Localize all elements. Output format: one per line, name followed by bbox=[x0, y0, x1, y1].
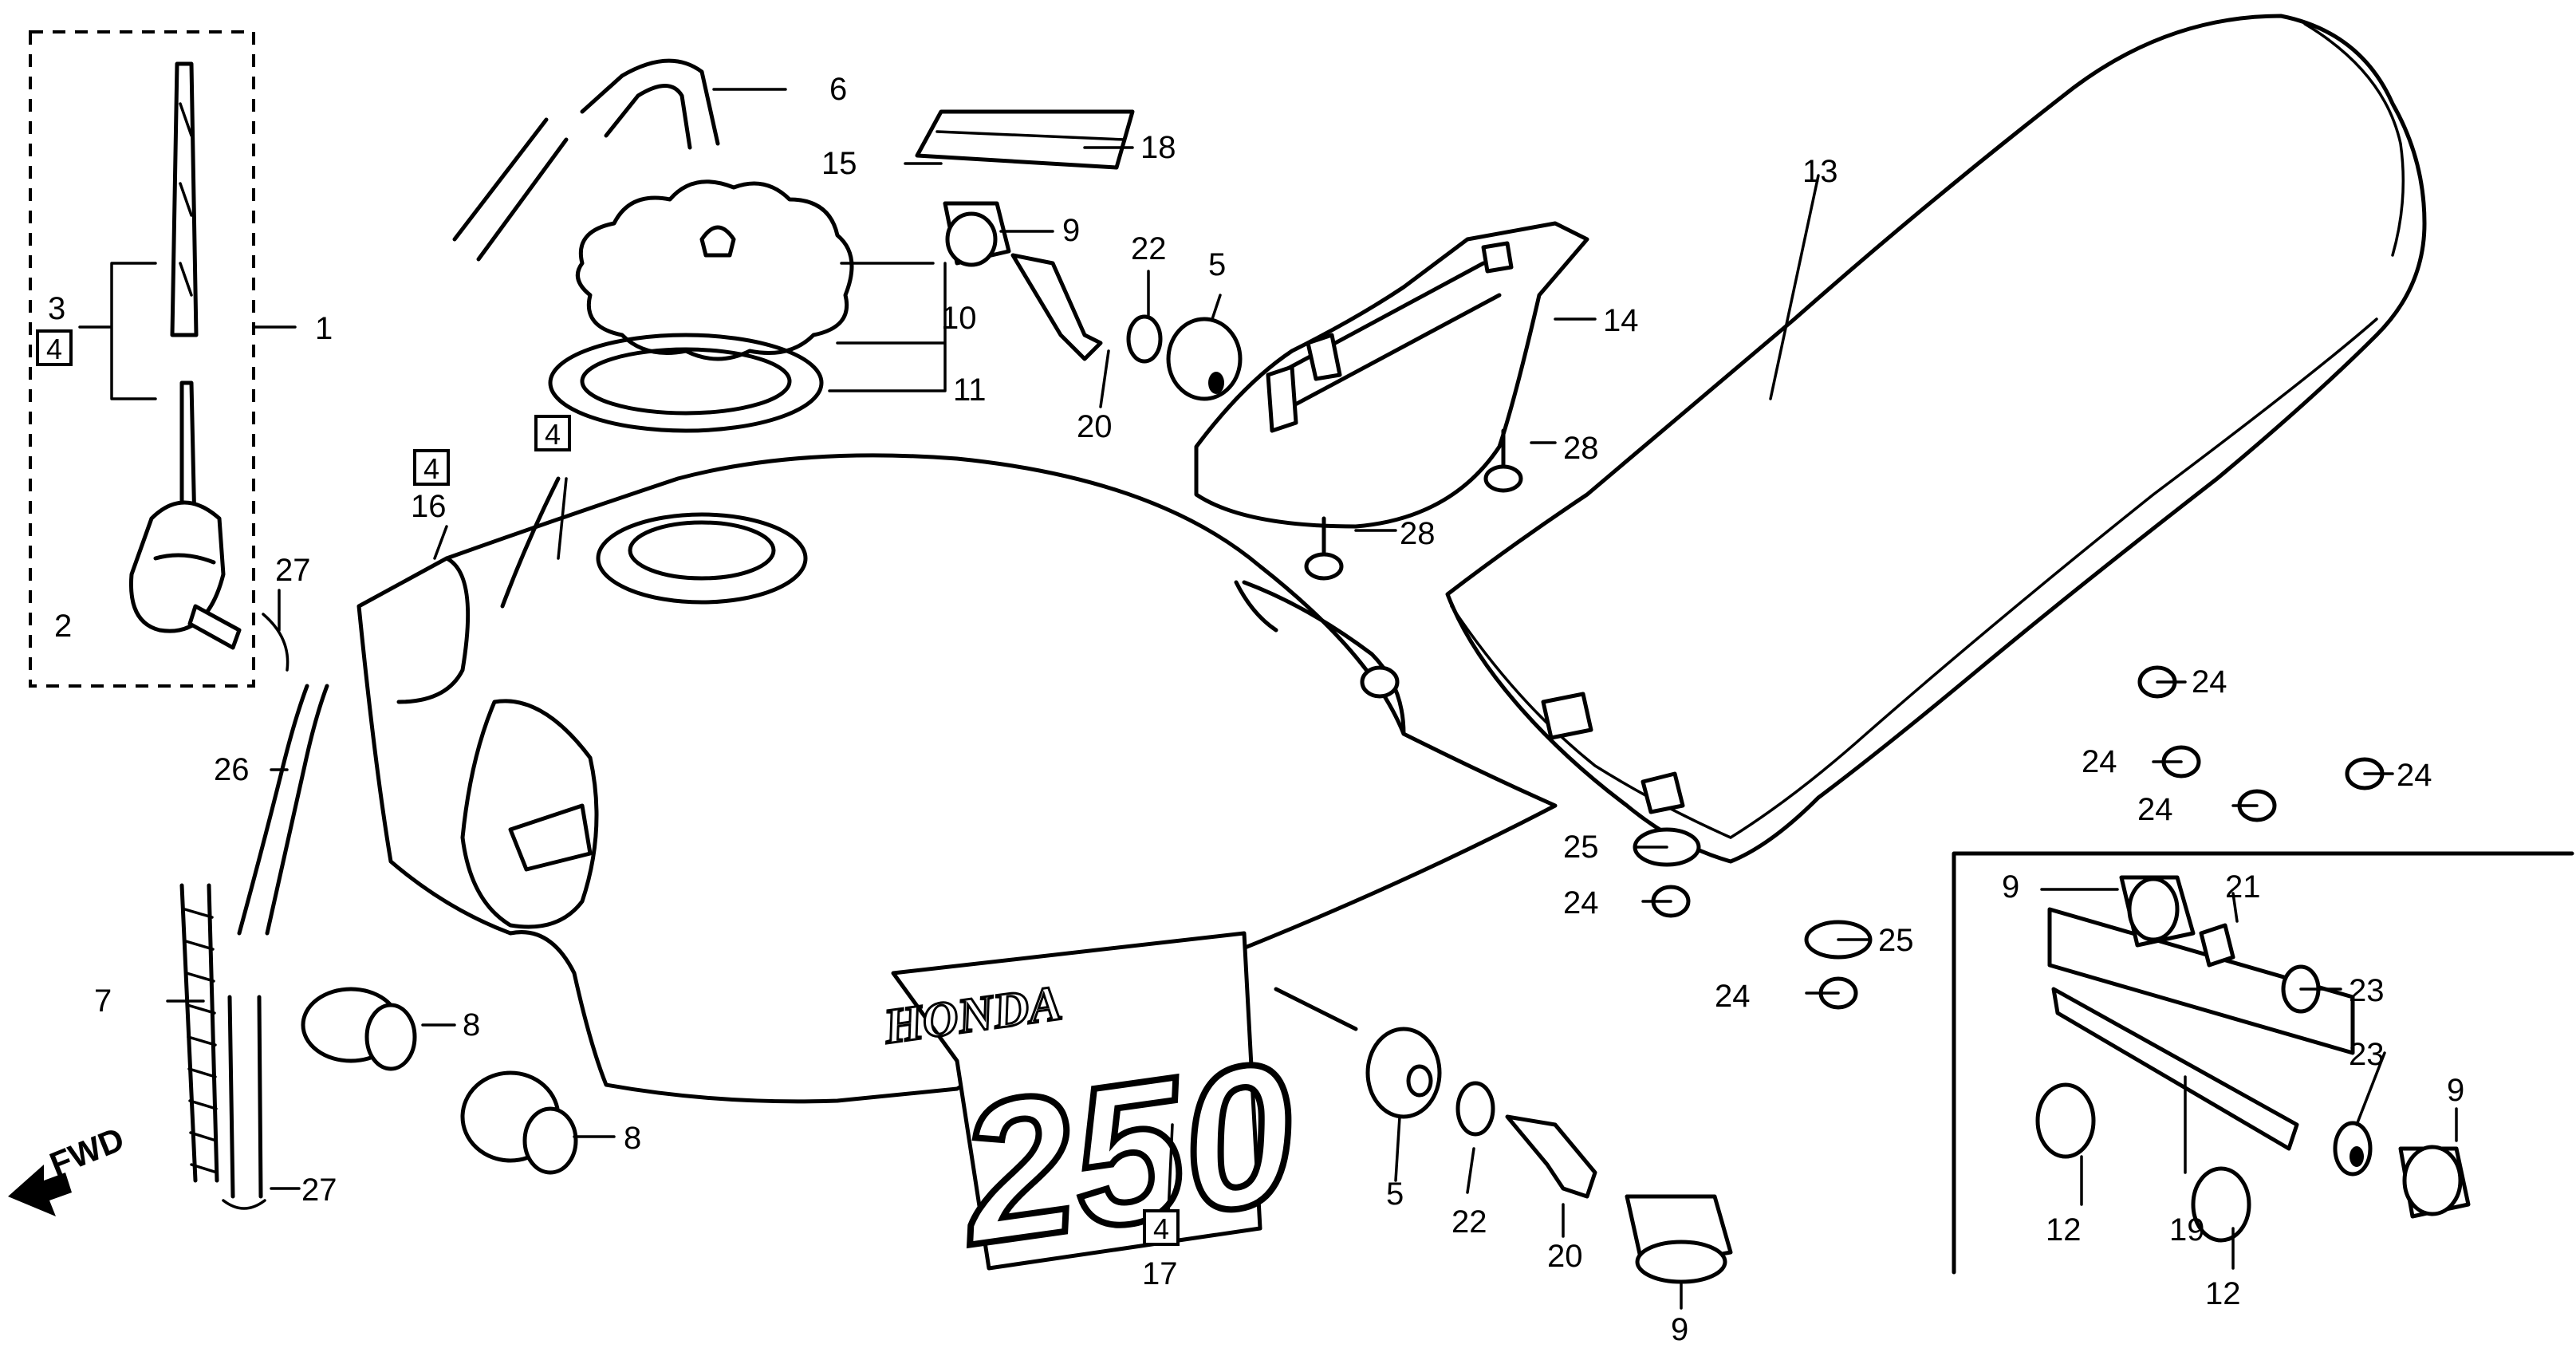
seat-bolt-upper bbox=[1483, 428, 1523, 493]
label-24-e: 24 bbox=[1563, 885, 1599, 920]
label-25-a: 25 bbox=[1563, 830, 1599, 865]
part-labels: 1 2 3 5 5 6 7 8 8 9 9 9 9 10 11 12 12 13… bbox=[48, 72, 2464, 1347]
label-20-lower: 20 bbox=[1547, 1239, 1583, 1274]
label-8-rear: 8 bbox=[463, 1007, 480, 1043]
tank-band-strap bbox=[179, 883, 219, 1183]
mount-bolt-upper bbox=[1010, 253, 1103, 361]
leader-lines bbox=[166, 88, 2458, 1310]
label-17: 17 bbox=[1142, 1256, 1178, 1291]
label-18: 18 bbox=[1140, 130, 1176, 165]
marker-4-valve: 4 bbox=[46, 333, 62, 365]
label-27-bottom: 27 bbox=[301, 1173, 337, 1208]
label-5-lower: 5 bbox=[1386, 1177, 1404, 1212]
label-19: 19 bbox=[2169, 1212, 2205, 1248]
label-2: 2 bbox=[54, 609, 72, 644]
label-25-b: 25 bbox=[1878, 923, 1914, 958]
rubber-upper bbox=[1166, 317, 1243, 401]
label-24-a: 24 bbox=[2192, 664, 2227, 700]
fuel-cap-gasket bbox=[548, 333, 824, 433]
label-14: 14 bbox=[1603, 303, 1639, 338]
label-24-f: 24 bbox=[1715, 979, 1751, 1014]
label-24-c: 24 bbox=[2137, 792, 2173, 827]
label-27-top: 27 bbox=[275, 553, 311, 588]
forward-arrow: FWD bbox=[8, 1120, 129, 1216]
tank-cushion-rear bbox=[301, 987, 417, 1071]
label-11: 11 bbox=[953, 373, 987, 408]
tank-mark-stripes bbox=[915, 109, 1135, 170]
label-12-right: 12 bbox=[2205, 1276, 2241, 1311]
fuel-tank bbox=[356, 453, 1558, 1104]
label-13: 13 bbox=[1802, 154, 1838, 189]
label-22-upper: 22 bbox=[1131, 231, 1167, 266]
fuel-valve-group bbox=[29, 30, 255, 688]
mount-cushion-upper bbox=[943, 201, 1011, 267]
label-20-upper: 20 bbox=[1077, 409, 1113, 444]
label-3: 3 bbox=[48, 291, 65, 326]
seat-hinge-group bbox=[1952, 851, 2574, 1275]
label-26: 26 bbox=[214, 752, 250, 787]
label-1: 1 bbox=[315, 311, 333, 346]
fuel-cap bbox=[575, 179, 854, 361]
label-10: 10 bbox=[941, 301, 977, 336]
boxed-markers: 4 4 4 4 bbox=[36, 329, 1180, 1246]
label-7: 7 bbox=[94, 983, 112, 1019]
lower-mount-group bbox=[1274, 987, 1733, 1284]
label-16: 16 bbox=[411, 489, 447, 524]
label-28-lower: 28 bbox=[1400, 516, 1436, 551]
decal-model-text: 250 bbox=[945, 1019, 1309, 1287]
label-15: 15 bbox=[821, 146, 857, 181]
label-21: 21 bbox=[2225, 869, 2261, 905]
marker-4-tank: 4 bbox=[545, 418, 561, 451]
fuel-hose bbox=[222, 613, 329, 1210]
washer-upper bbox=[1126, 314, 1163, 364]
breather-tube bbox=[452, 58, 720, 262]
marker-4-decal: 4 bbox=[1153, 1212, 1169, 1245]
label-9-hinge-right: 9 bbox=[2447, 1073, 2464, 1108]
label-9-lower: 9 bbox=[1671, 1312, 1688, 1347]
label-23-upper: 23 bbox=[2349, 973, 2385, 1008]
label-9-hinge: 9 bbox=[2002, 869, 2019, 905]
label-6: 6 bbox=[829, 72, 847, 107]
tank-decal: HONDA 250 bbox=[879, 931, 1311, 1290]
forward-label: FWD bbox=[45, 1120, 129, 1183]
label-9-upper: 9 bbox=[1062, 213, 1080, 248]
label-23-lower: 23 bbox=[2349, 1037, 2385, 1072]
label-24-d: 24 bbox=[2397, 758, 2432, 793]
side-cover bbox=[1194, 221, 1589, 529]
tank-cushion-front bbox=[460, 1070, 578, 1175]
label-8-front: 8 bbox=[624, 1121, 641, 1156]
label-24-b: 24 bbox=[2082, 744, 2117, 779]
seat-bolt-lower bbox=[1304, 516, 1344, 581]
marker-4-emblem: 4 bbox=[423, 452, 439, 485]
label-22-lower: 22 bbox=[1451, 1204, 1487, 1240]
label-12-left: 12 bbox=[2046, 1212, 2082, 1248]
label-5-upper: 5 bbox=[1208, 247, 1226, 282]
label-28-upper: 28 bbox=[1563, 431, 1599, 466]
